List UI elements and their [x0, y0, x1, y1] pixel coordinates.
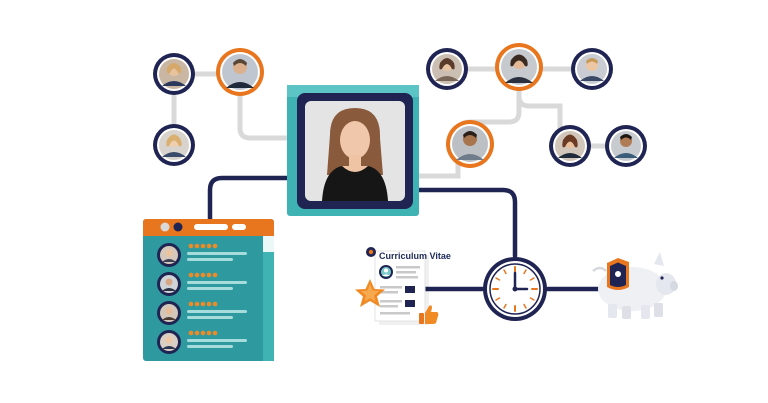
- navy-connectors: [207, 175, 603, 292]
- list-item[interactable]: [157, 272, 247, 296]
- rating-stars: [188, 243, 218, 249]
- avatar-navy-3[interactable]: [426, 48, 468, 90]
- featured-candidate-card[interactable]: [287, 85, 419, 216]
- window-dots: [160, 222, 246, 232]
- profile-avatar-icon: [379, 265, 393, 279]
- star-icon: [355, 279, 385, 307]
- rating-stars: [188, 330, 218, 336]
- avatar-navy-6[interactable]: [605, 125, 647, 167]
- list-item[interactable]: [157, 301, 247, 325]
- list-item[interactable]: [157, 330, 247, 354]
- thumbs-up-icon: [419, 305, 439, 324]
- featured-candidate-photo: [305, 101, 405, 201]
- avatar-orange-1[interactable]: [216, 48, 264, 96]
- avatar-navy-5[interactable]: [549, 125, 591, 167]
- cv-title: Curriculum Vitae: [379, 251, 451, 261]
- rating-stars: [188, 272, 218, 278]
- avatar-orange-3[interactable]: [446, 120, 494, 168]
- avatar-navy-4[interactable]: [571, 48, 613, 90]
- avatar-orange-2[interactable]: [495, 43, 543, 91]
- piggy-bank-icon: [592, 252, 678, 319]
- avatar-navy-2[interactable]: [153, 124, 195, 166]
- rating-stars: [188, 301, 218, 307]
- avatar-navy-1[interactable]: [153, 53, 195, 95]
- clock-icon: [483, 257, 547, 321]
- ranked-candidate-list: [157, 243, 247, 354]
- cv-document[interactable]: Curriculum Vitae: [366, 247, 451, 325]
- list-item[interactable]: [157, 243, 247, 267]
